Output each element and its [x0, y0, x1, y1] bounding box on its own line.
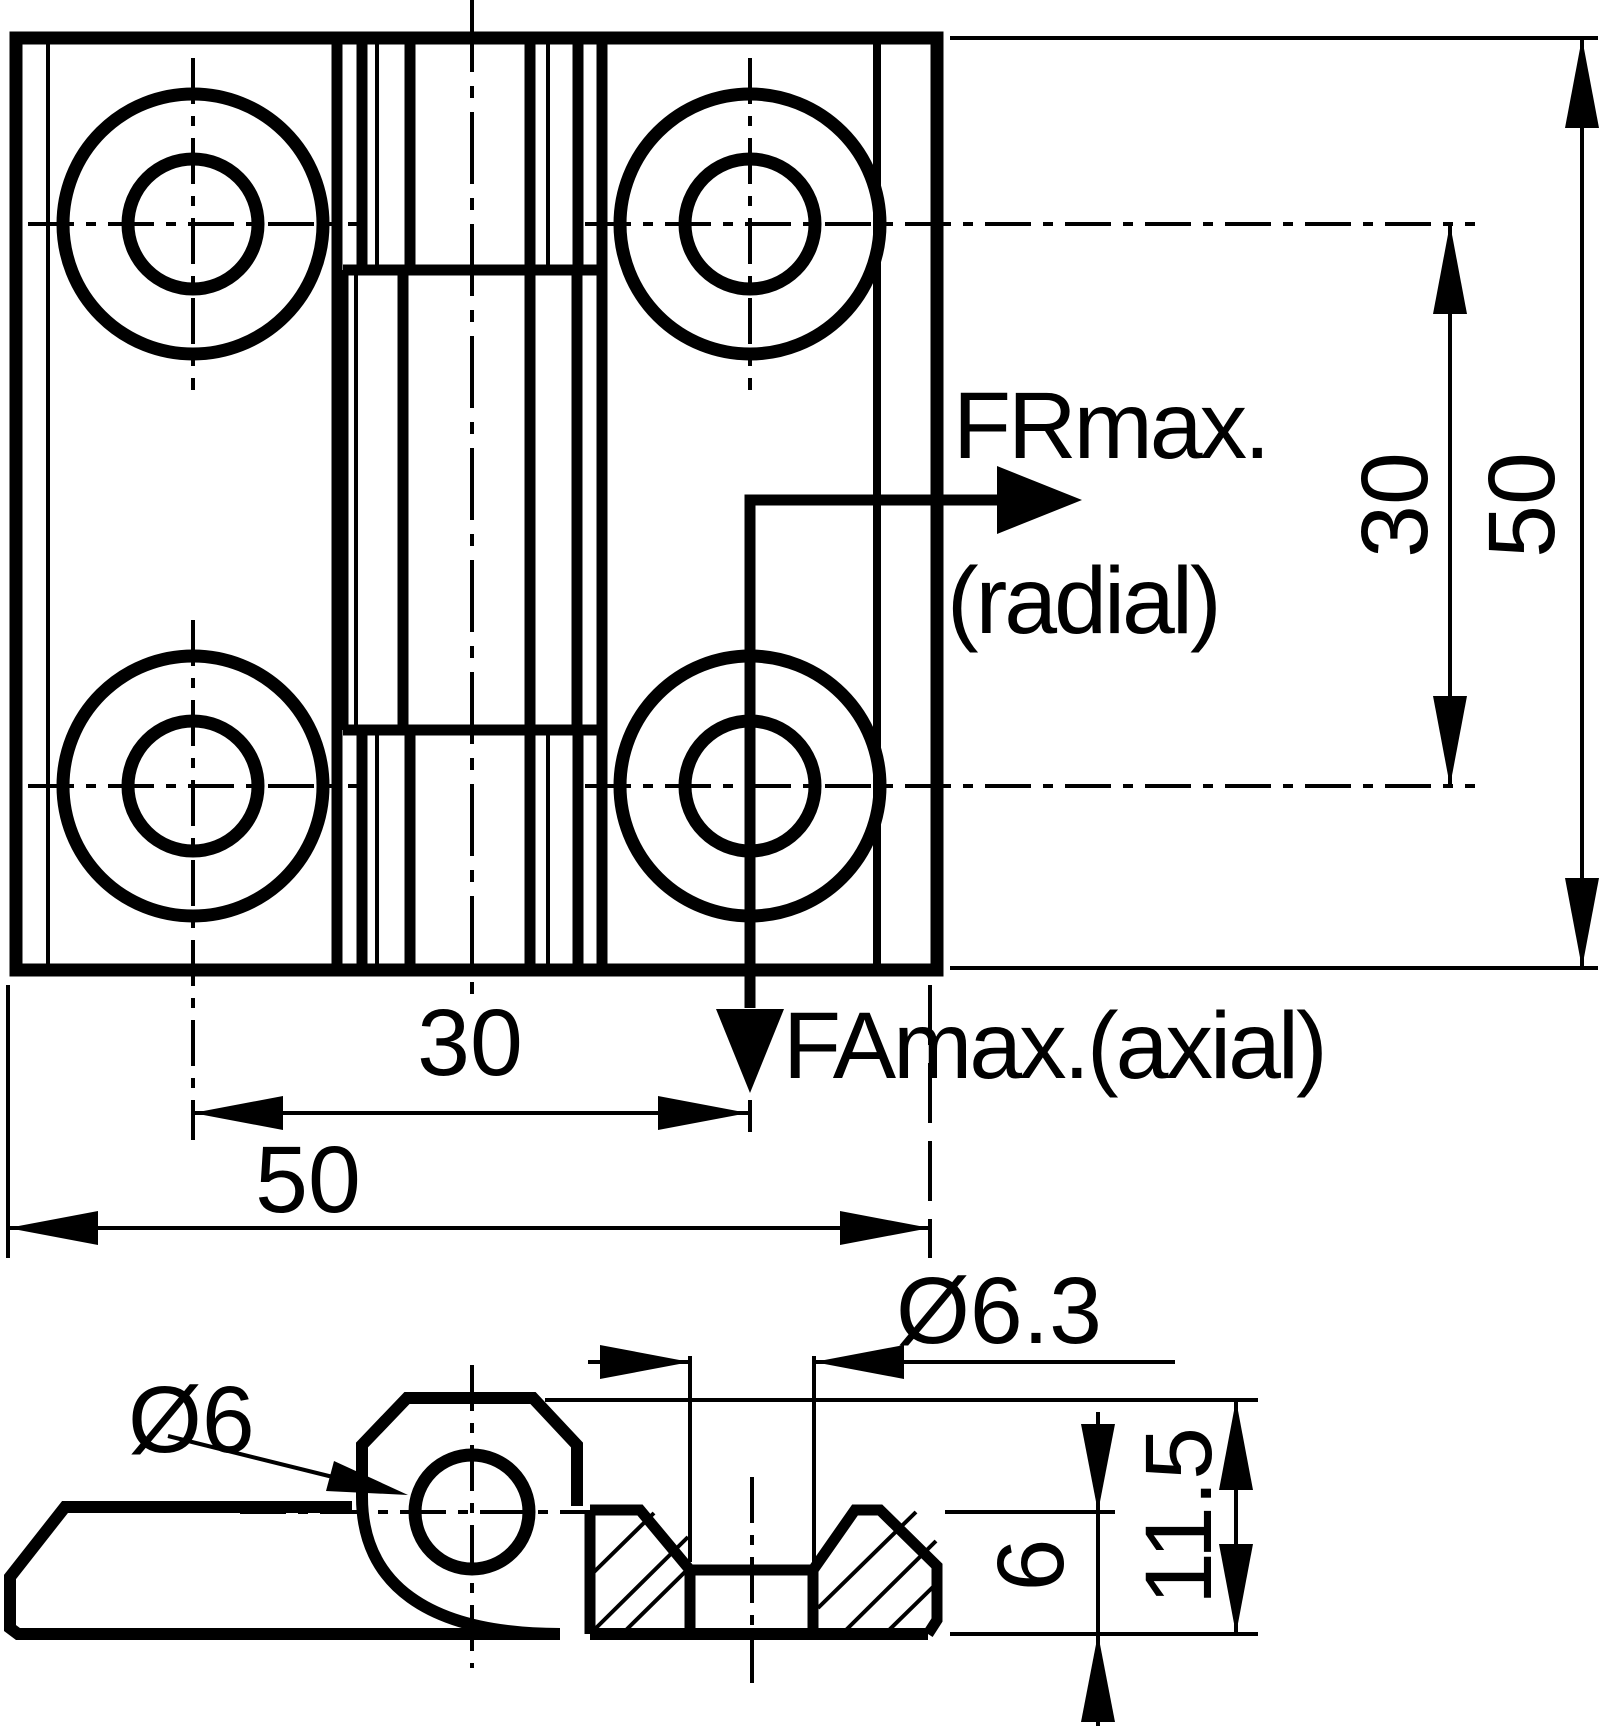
axial-arrowhead-icon	[716, 1009, 784, 1093]
dim-side-overall-height: 11.5	[545, 1398, 1258, 1636]
dim-text-overall-width: 50	[255, 1127, 361, 1233]
dim-text-hole-spacing-horizontal: 30	[417, 990, 523, 1096]
dim-hole-spacing-horizontal: 30	[193, 990, 752, 1132]
side-view: Ø6 Ø6.3 11.5 6	[3, 1258, 1258, 1726]
axial-force-arrow	[716, 1009, 784, 1093]
dim-mounting-hole-diameter: Ø6.3	[588, 1258, 1175, 1562]
side-knuckle	[240, 1365, 640, 1668]
dim-text-leaf-thickness: 6	[978, 1539, 1084, 1592]
radial-arrowhead-icon	[997, 466, 1082, 534]
label-radial-force: FRmax.	[953, 373, 1268, 479]
mounting-hole-top-left	[28, 58, 358, 390]
dim-text-hole-spacing-vertical: 30	[1342, 452, 1448, 558]
dim-overall-height: 50	[950, 36, 1599, 970]
hinge-barrel	[331, 0, 608, 1008]
leader-arrowhead-icon	[326, 1461, 408, 1495]
side-left-leaf	[3, 1501, 560, 1640]
side-right-leaf-section	[584, 1477, 943, 1692]
dim-text-pin-diameter: Ø6	[128, 1367, 255, 1473]
dim-text-overall-height: 50	[1469, 452, 1575, 558]
dim-overall-width: 50	[6, 985, 932, 1258]
section-hatching	[592, 1510, 938, 1636]
mounting-hole-bottom-left	[28, 620, 358, 1140]
label-axial-force: FAmax.(axial)	[783, 993, 1325, 1099]
side-leaf-curl	[356, 1496, 561, 1640]
dim-leaf-thickness: 6	[945, 1412, 1115, 1726]
label-radial-force-qualifier: (radial)	[947, 548, 1219, 654]
dim-text-mounting-hole-diameter: Ø6.3	[896, 1258, 1102, 1364]
radial-force-arrow	[744, 466, 1082, 1008]
mounting-hole-bottom-right	[585, 649, 1475, 923]
front-view: FRmax. (radial) FAmax.(axial) 30 50 30	[6, 0, 1599, 1258]
dim-hole-spacing-vertical: 30	[1342, 224, 1467, 786]
mounting-hole-top-right	[585, 58, 1475, 390]
dim-text-side-overall-height: 11.5	[1126, 1427, 1232, 1605]
dim-pin-diameter: Ø6	[128, 1367, 408, 1495]
